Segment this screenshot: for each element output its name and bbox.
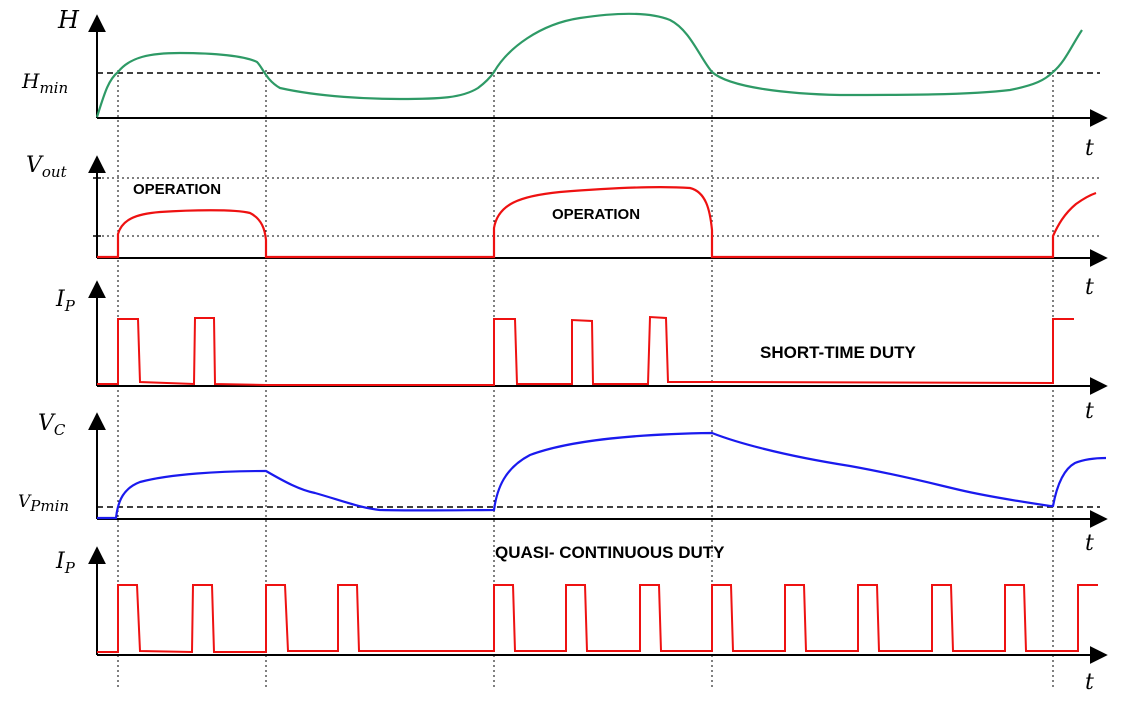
h-axis-label: H: [57, 6, 80, 34]
operation-label-1: OPERATION: [133, 181, 221, 198]
panel-ip-short: IP t SHORT-TIME DUTY: [55, 280, 1108, 424]
vc-axis-label: VC: [38, 411, 66, 439]
vc-curve: [97, 431, 1107, 520]
vc-time-label: t: [1085, 531, 1094, 556]
ip2-axis-label: IP: [55, 549, 76, 577]
vout-curve: [97, 186, 1097, 259]
operation-label-2: OPERATION: [552, 206, 640, 223]
ip1-axis-label: IP: [55, 287, 76, 315]
vout-time-label: t: [1085, 275, 1094, 300]
hmin-label: Hmin: [21, 69, 68, 97]
ip2-time-label: t: [1085, 670, 1094, 695]
h-curve: [95, 12, 1083, 118]
ip2-pulse-train: [97, 584, 1098, 654]
h-time-label: t: [1085, 136, 1094, 161]
quasi-continuous-duty-label: QUASI- CONTINUOUS DUTY: [495, 543, 725, 562]
panel-vout: Vout t OPERATION OPERATION: [26, 153, 1108, 300]
short-time-duty-label: SHORT-TIME DUTY: [760, 343, 916, 362]
vpmin-label: VPmin: [18, 492, 69, 515]
vout-axis-label: Vout: [26, 153, 68, 181]
ip1-time-label: t: [1085, 399, 1094, 424]
panel-h: H Hmin t: [21, 6, 1108, 161]
ip1-pulse-train: [97, 315, 1074, 386]
panel-ip-quasi: IP t QUASI- CONTINUOUS DUTY: [55, 543, 1108, 695]
panel-vc: VC VPmin t: [18, 411, 1108, 556]
